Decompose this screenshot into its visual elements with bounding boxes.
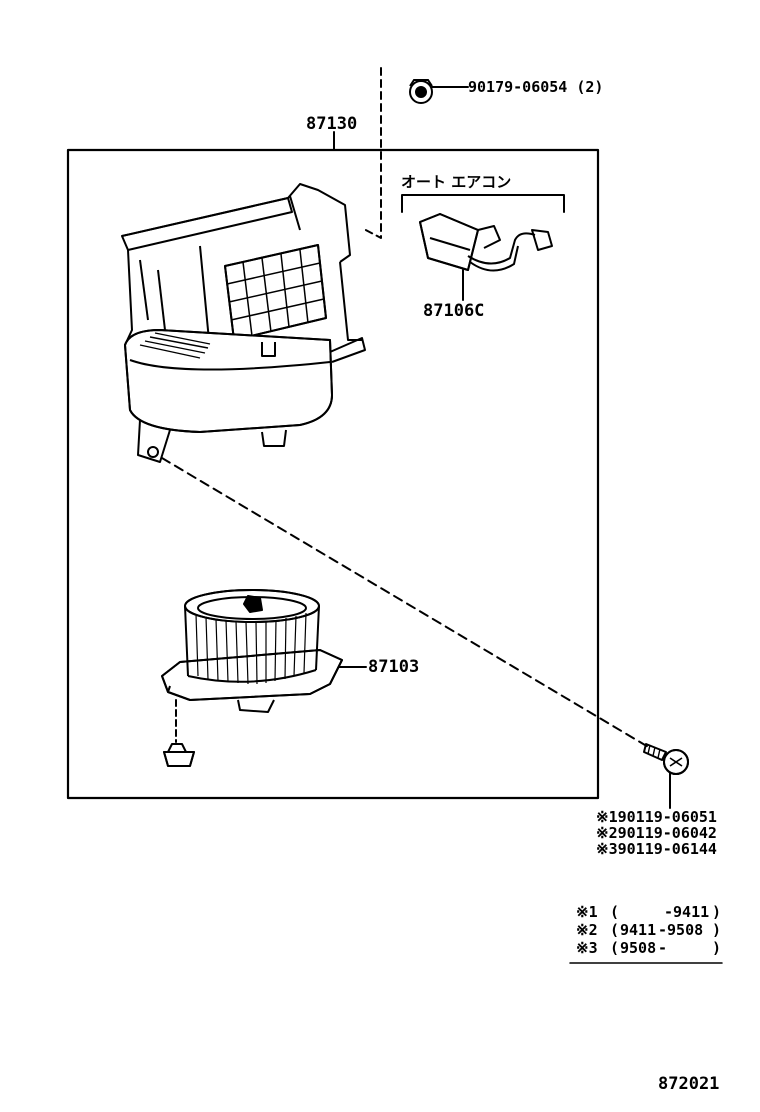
screw-icon — [643, 743, 689, 775]
diagram-id: 872021 — [658, 1074, 720, 1094]
auto-ac-bracket — [401, 194, 565, 213]
part-number-90179-06054: 90179-06054 (2) — [468, 78, 604, 96]
blower-case-housing — [121, 183, 366, 463]
legend-row-3: ※3 ( 9508 - ) — [576, 939, 722, 957]
part-number-87130: 87130 — [306, 114, 358, 134]
screw-option-2: ※290119-06042 — [596, 824, 717, 842]
dashed-leader-screw — [161, 457, 651, 749]
nut-icon — [409, 79, 433, 104]
screw-option-1: ※190119-06051 — [596, 808, 717, 826]
auto-ac-label: オート エアコン — [401, 173, 512, 191]
part-number-87106c: 87106C — [423, 301, 485, 321]
legend-row-1: ※1 ( -9411 ) — [576, 903, 722, 921]
legend-row-2: ※2 ( 9411 -9508 ) — [576, 921, 722, 939]
dashed-leader-nut — [361, 67, 382, 239]
clip-icon — [163, 743, 195, 767]
part-number-87103: 87103 — [368, 657, 420, 677]
blower-motor — [161, 589, 343, 713]
screw-option-3: ※390119-06144 — [596, 840, 717, 858]
sensor-module — [419, 213, 553, 272]
